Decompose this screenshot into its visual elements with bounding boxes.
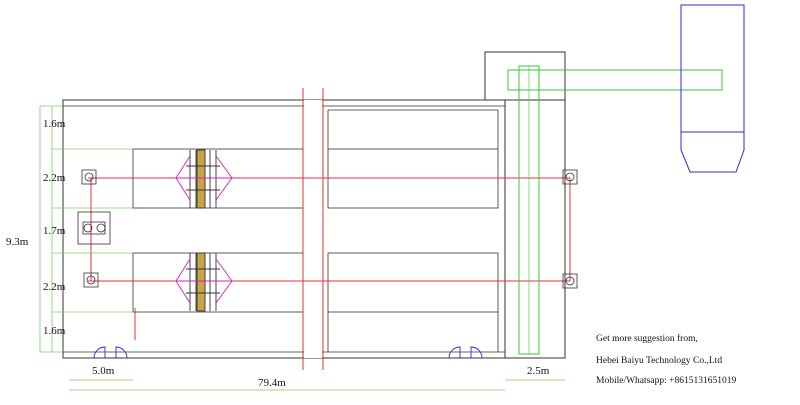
- dimension-lines: [39, 105, 565, 391]
- contact-line-1: Get more suggestion from,: [596, 334, 698, 344]
- overhead-crane-house: [484, 51, 566, 101]
- contact-line-3: Mobile/Whatsapp: +8615131651019: [596, 376, 737, 386]
- dim-1-6-bottom: 1.6m: [43, 325, 66, 337]
- scraper-unit-lower: [175, 252, 233, 312]
- winch-machine: [77, 211, 111, 245]
- pulley-anchor: [81, 169, 578, 289]
- crane-frame: [680, 4, 745, 173]
- dim-1-7: 1.7m: [43, 225, 66, 237]
- dim-1-6-top: 1.6m: [43, 118, 66, 130]
- dim-total-width: 9.3m: [6, 236, 29, 248]
- building-outline: [62, 99, 506, 359]
- tank-lower-right: [327, 252, 499, 313]
- dim-entry-length: 5.0m: [92, 365, 115, 377]
- conveyor-guide: [507, 65, 723, 355]
- dim-2-2-bottom: 2.2m: [43, 281, 66, 293]
- scraper-unit-upper: [175, 149, 233, 209]
- dim-total-length: 79.4m: [258, 377, 286, 389]
- dim-2-2-top: 2.2m: [43, 172, 66, 184]
- end-bay-outline: [504, 99, 566, 359]
- contact-line-2: Hebei Baiyu Technology Co.,Ltd: [596, 356, 723, 366]
- door-right: [448, 346, 483, 359]
- dim-end-gap: 2.5m: [527, 365, 550, 377]
- door-left: [93, 346, 128, 359]
